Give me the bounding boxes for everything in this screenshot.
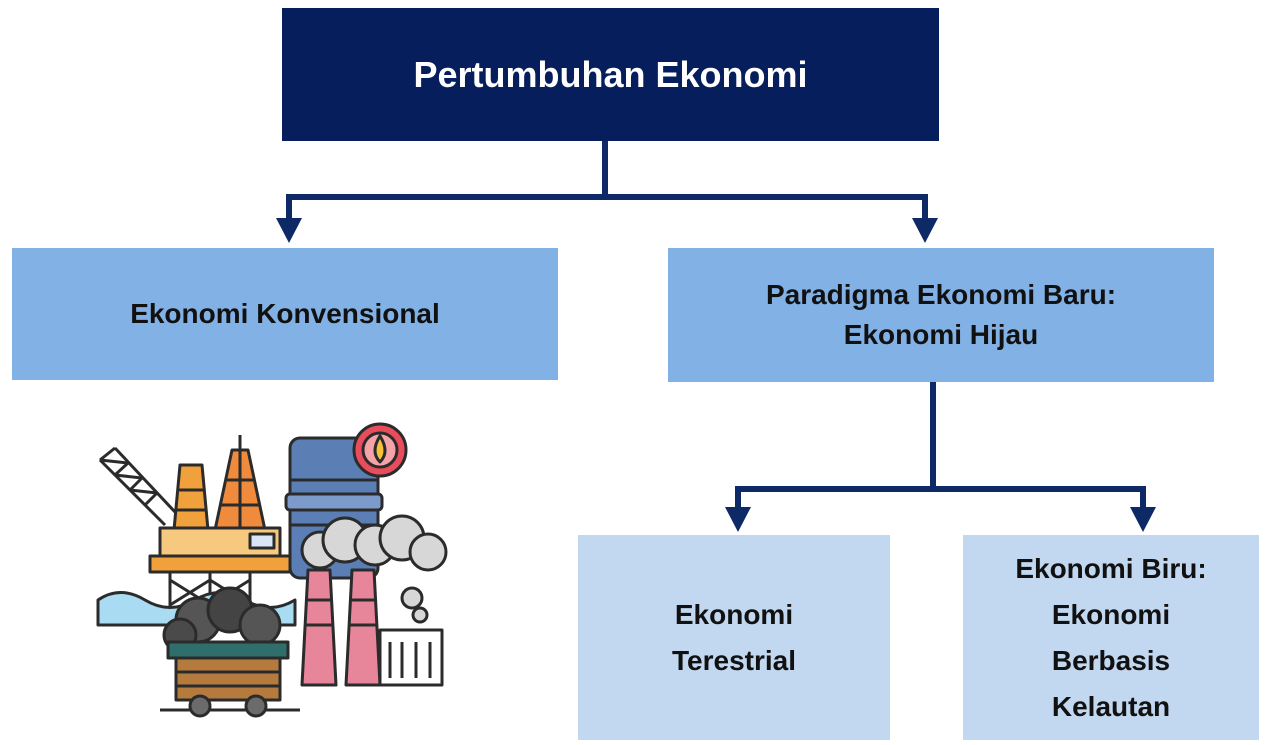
blue-economy-label-line4: Kelautan — [1051, 690, 1171, 722]
terrestrial-economy-label-line2: Terestrial — [672, 644, 796, 676]
smoke-cloud-icon — [300, 514, 448, 624]
factory-icon — [300, 568, 444, 687]
conventional-economy-box: Ekonomi Konvensional — [12, 248, 558, 380]
coal-cart-icon — [160, 586, 300, 718]
root-node-label: Pertumbuhan Ekonomi — [413, 53, 808, 95]
green-economy-label-line1: Paradigma Ekonomi Baru: — [765, 279, 1117, 310]
arrowhead-right — [912, 218, 938, 243]
arrowhead-left — [276, 218, 302, 243]
blue-economy-label-line2: Ekonomi — [1051, 598, 1171, 630]
oil-rig-crane-icon — [98, 446, 177, 527]
terrestrial-economy-box: Ekonomi Terestrial — [578, 535, 890, 740]
terrestrial-economy-label-line1: Ekonomi — [674, 598, 794, 630]
green-economy-box: Paradigma Ekonomi Baru: Ekonomi Hijau — [668, 248, 1214, 382]
arrowhead-biru — [1130, 507, 1156, 532]
root-node-box: Pertumbuhan Ekonomi — [282, 8, 939, 141]
blue-economy-box: Ekonomi Biru: Ekonomi Berbasis Kelautan — [963, 535, 1259, 740]
green-economy-label-line2: Ekonomi Hijau — [843, 319, 1039, 350]
oil-rig-icon — [148, 435, 292, 610]
industry-fossil-fuel-icon — [96, 422, 448, 718]
conventional-economy-label: Ekonomi Konvensional — [130, 298, 440, 329]
blue-economy-label-line3: Berbasis — [1051, 644, 1171, 676]
arrowhead-terrestrial — [725, 507, 751, 532]
blue-economy-label-line1: Ekonomi Biru: — [1015, 552, 1207, 584]
